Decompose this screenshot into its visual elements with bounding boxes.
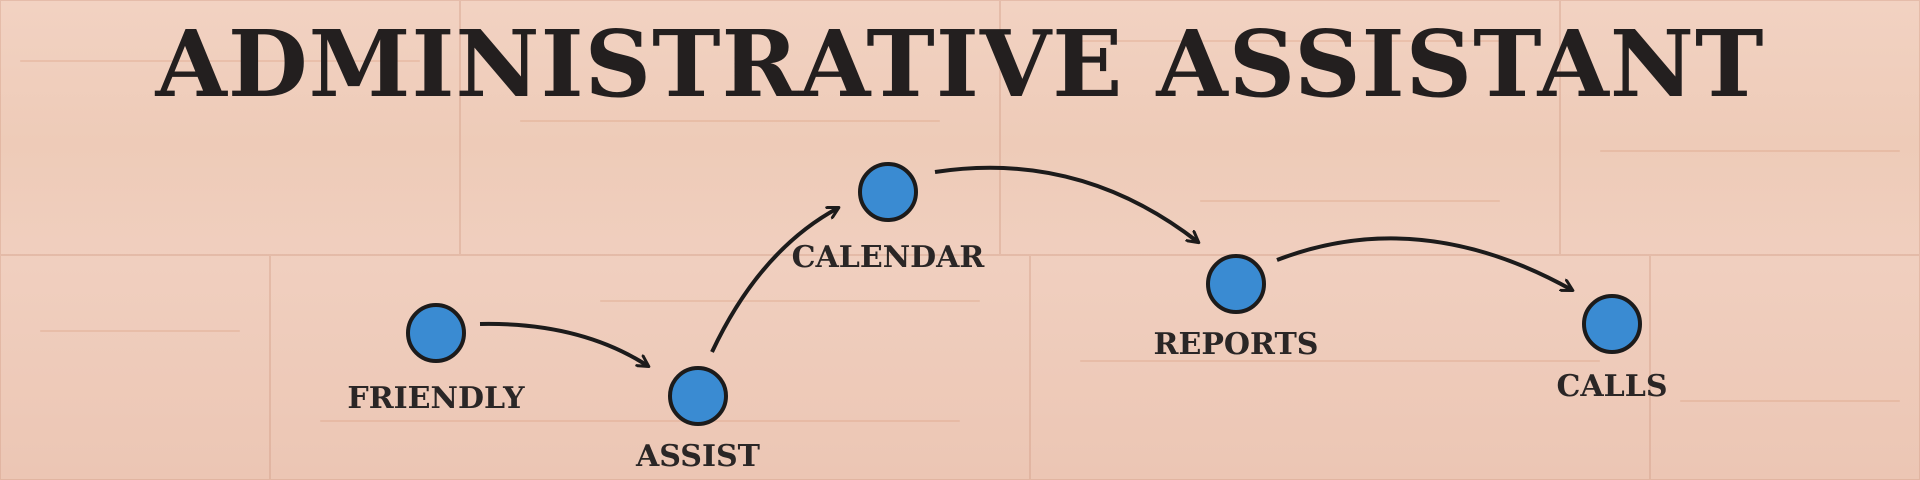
node-label-calendar: CALENDAR: [792, 240, 986, 275]
edge-reports-calls: [1276, 236, 1572, 290]
node-label-reports: REPORTS: [1154, 327, 1319, 362]
page-title: ADMINISTRATIVE ASSISTANT: [155, 10, 1765, 118]
node-reports: REPORTS: [1154, 254, 1319, 362]
node-circle: [406, 303, 466, 363]
edge-assist-calendar: [710, 208, 838, 353]
edge-friendly-assist: [479, 321, 648, 366]
node-label-assist: ASSIST: [635, 439, 761, 474]
node-label-calls: CALLS: [1556, 369, 1667, 404]
node-friendly: FRIENDLY: [347, 303, 525, 416]
node-circle: [1582, 294, 1642, 354]
node-circle: [668, 366, 728, 426]
edge-calendar-reports: [934, 165, 1198, 242]
node-circle: [858, 162, 918, 222]
node-label-friendly: FRIENDLY: [347, 381, 525, 416]
node-calendar: CALENDAR: [792, 162, 986, 275]
node-assist: ASSIST: [635, 366, 761, 474]
node-circle: [1206, 254, 1266, 314]
node-calls: CALLS: [1556, 294, 1668, 404]
